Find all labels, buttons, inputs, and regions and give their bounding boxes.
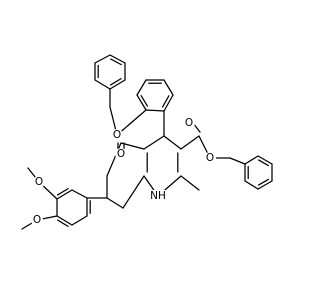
bond-c4-c3 xyxy=(163,135,182,150)
bond-b3-b4 xyxy=(109,79,126,90)
bond-b4-b5 xyxy=(94,79,111,90)
atom-o-benzyloxy: O xyxy=(111,129,123,141)
atom-labels-layer: O O O O O O NH xyxy=(31,117,216,226)
atom-o-methoxy-lower-label: O xyxy=(33,214,41,226)
bond-d5-d6 xyxy=(71,215,88,226)
bond-d1-d2 xyxy=(71,189,88,199)
atom-nh: NH xyxy=(149,190,167,203)
atom-o-methoxy-lower: O xyxy=(31,214,43,226)
bond-r1-r2 xyxy=(244,155,259,165)
bond-r4-r5 xyxy=(257,180,273,190)
bond-p1-p2 xyxy=(145,109,165,112)
bond-double-r4-r5 xyxy=(257,178,269,186)
bond-c8-c8a xyxy=(122,175,145,209)
atom-nh-label: NH xyxy=(150,190,166,202)
bond-b1-b2 xyxy=(109,54,126,64)
bond-double-p2-p3 xyxy=(140,94,149,107)
atom-o-ester-link-label: O xyxy=(206,152,214,164)
bond-p2-oe xyxy=(116,109,147,136)
bond-double-p6-p1 xyxy=(161,95,170,108)
bond-c4a-c5c xyxy=(120,142,145,150)
bond-b6-b1 xyxy=(94,54,111,64)
bond-double-d2-d3 xyxy=(56,187,69,196)
atom-o-ester-carbonyl: O xyxy=(183,117,195,129)
bond-r5-r6 xyxy=(244,180,259,190)
atom-o-ester-carbonyl-label: O xyxy=(185,117,193,129)
bond-c4a-c4 xyxy=(143,135,165,150)
atom-o-methoxy-upper: O xyxy=(33,176,45,188)
atom-o-methoxy-upper-label: O xyxy=(35,176,43,188)
bond-c3-cest xyxy=(180,135,200,150)
bond-d4-d5 xyxy=(56,215,73,226)
atom-o-benzyloxy-label: O xyxy=(113,129,121,141)
bond-p3-p4 xyxy=(136,79,147,96)
atom-o-ketone-label: O xyxy=(117,148,125,160)
bond-c7-c8 xyxy=(106,197,124,209)
bond-double-d4-d5 xyxy=(56,219,69,228)
bond-ch2e-r1 xyxy=(229,157,246,165)
atom-o-ketone: O xyxy=(115,148,127,160)
bond-p6-p1 xyxy=(163,94,174,112)
bond-double-r2-r3 xyxy=(257,159,269,167)
bond-p2-p3 xyxy=(136,94,147,111)
bonds-layer xyxy=(21,54,273,230)
bond-double-b1-b2 xyxy=(110,58,122,66)
bond-p5-p6 xyxy=(163,79,174,96)
bond-d2-d3 xyxy=(56,189,73,200)
bond-c2-me xyxy=(180,175,200,191)
molecule-structure-diagram: O O O O O O NH xyxy=(21,54,273,230)
bond-r2-r3 xyxy=(257,155,273,165)
atom-o-ester-link: O xyxy=(204,152,216,164)
bond-double-b3-b4 xyxy=(109,77,122,86)
